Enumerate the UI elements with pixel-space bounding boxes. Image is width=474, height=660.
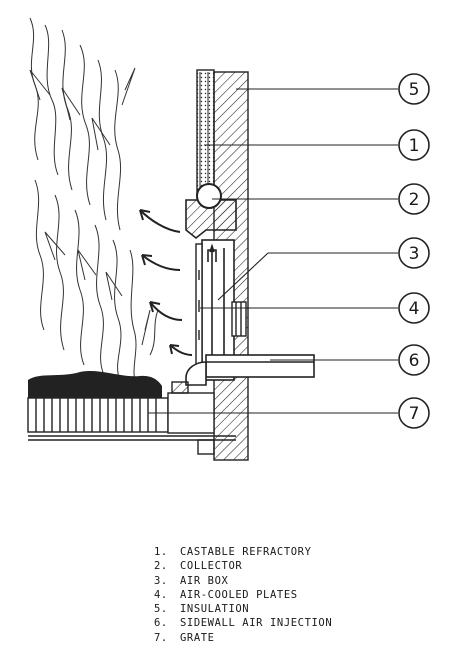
callout-4-label: 4 bbox=[409, 299, 420, 319]
legend-number: 3. bbox=[154, 574, 168, 587]
fuel-bed bbox=[28, 371, 162, 398]
legend-text: AIR BOX bbox=[180, 574, 229, 587]
legend-number: 6. bbox=[154, 617, 168, 630]
callout-6: 6 bbox=[398, 344, 430, 376]
legend-item: 2. COLLECTOR bbox=[154, 559, 332, 573]
callout-6-label: 6 bbox=[409, 351, 420, 371]
legend-text: CASTABLE REFRACTORY bbox=[180, 546, 312, 558]
legend-number: 1. bbox=[154, 546, 168, 558]
legend-number: 2. bbox=[154, 560, 168, 573]
flames bbox=[29, 17, 159, 386]
callouts: 5 1 2 3 4 6 7 bbox=[398, 73, 430, 429]
callout-4: 4 bbox=[398, 292, 430, 324]
legend-number: 5. bbox=[154, 603, 168, 616]
collector bbox=[185, 199, 237, 240]
callout-2-label: 2 bbox=[409, 190, 420, 210]
callout-7-label: 7 bbox=[409, 404, 420, 424]
callout-5-label: 5 bbox=[409, 80, 420, 100]
airflow-arrows bbox=[139, 209, 193, 356]
legend-text: COLLECTOR bbox=[180, 560, 243, 573]
legend-item: 7. GRATE bbox=[154, 631, 332, 645]
legend-text: AIR-COOLED PLATES bbox=[180, 588, 298, 601]
legend-text: SIDEWALL AIR INJECTION bbox=[180, 617, 333, 630]
legend: 1. CASTABLE REFRACTORY 2. COLLECTOR 3. AIR … bbox=[154, 545, 332, 645]
callout-2: 2 bbox=[398, 183, 430, 215]
legend-item: 1. CASTABLE REFRACTORY bbox=[154, 545, 332, 559]
legend-item: 5. INSULATION bbox=[154, 602, 332, 616]
legend-item: 3. AIR BOX bbox=[154, 574, 332, 588]
callout-1: 1 bbox=[398, 129, 430, 161]
leader-lines bbox=[148, 88, 398, 414]
callout-1-label: 1 bbox=[409, 136, 420, 156]
callout-3-label: 3 bbox=[409, 244, 420, 264]
legend-text: INSULATION bbox=[180, 603, 250, 616]
furnace-wall-diagram: 5 1 2 3 4 6 7 bbox=[27, 17, 430, 461]
callout-7: 7 bbox=[398, 397, 430, 429]
legend-text: GRATE bbox=[180, 631, 215, 644]
legend-number: 4. bbox=[154, 588, 168, 601]
callout-3: 3 bbox=[398, 237, 430, 269]
legend-item: 6. SIDEWALL AIR INJECTION bbox=[154, 616, 332, 630]
callout-5: 5 bbox=[398, 73, 430, 105]
legend-number: 7. bbox=[154, 631, 168, 644]
legend-item: 4. AIR-COOLED PLATES bbox=[154, 588, 332, 602]
